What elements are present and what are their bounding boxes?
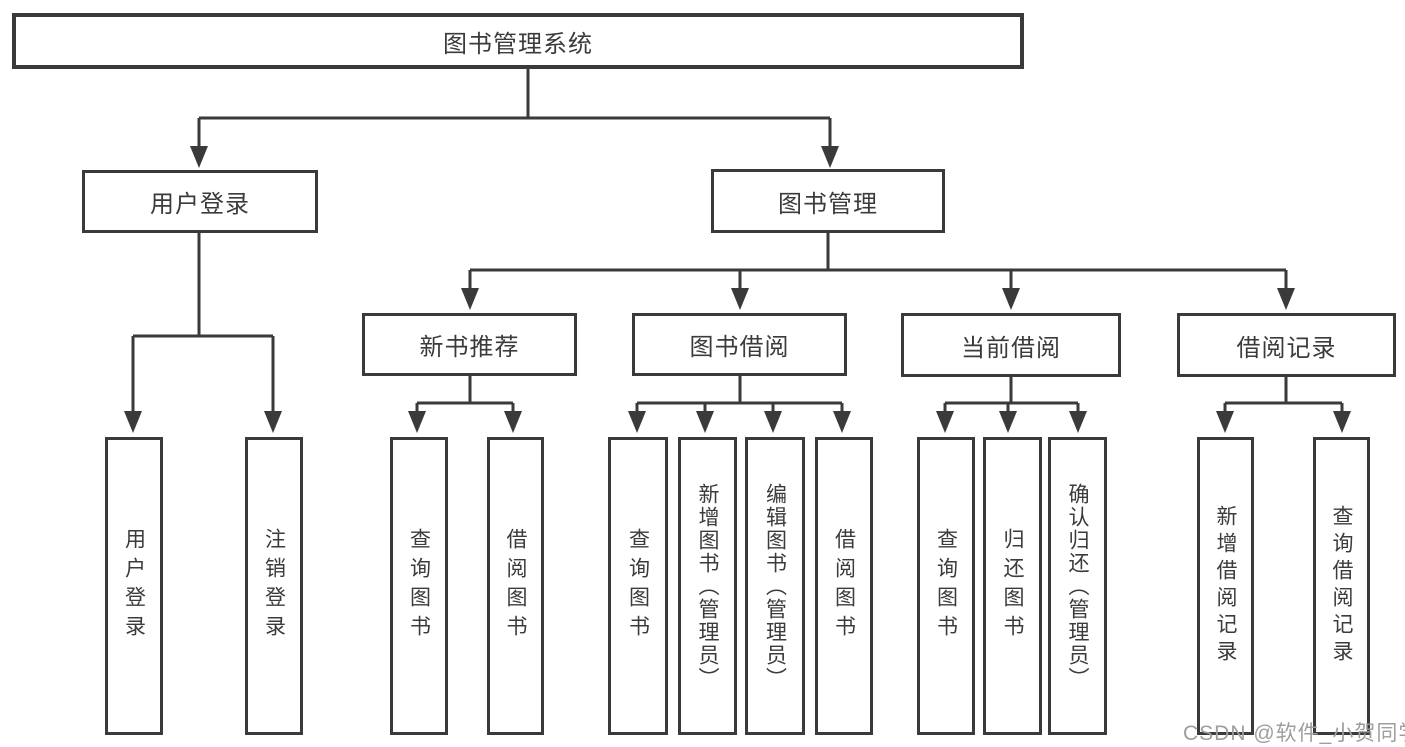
node-root: 图书管理系统 [12, 13, 1024, 69]
node-user-login: 用户登录 [82, 170, 318, 233]
leaf-records-query: 查询借阅记录 [1313, 437, 1370, 735]
leaf-current-query: 查询图书 [917, 437, 975, 735]
leaf-logout-label: 注销登录 [262, 528, 286, 644]
leaf-bookborrow-borrow-label: 借阅图书 [832, 528, 856, 644]
leaf-bookborrow-query-label: 查询图书 [626, 528, 650, 644]
arrowheads [124, 146, 1351, 433]
node-user-login-label: 用户登录 [150, 191, 250, 218]
node-borrow-records-label: 借阅记录 [1236, 334, 1337, 362]
leaf-bookborrow-add-label: 新增图书（管理员） [696, 482, 719, 690]
watermark: CSDN @软件_小贺同学 [1183, 722, 1405, 745]
node-current-borrow: 当前借阅 [901, 313, 1121, 377]
leaf-user-login-label: 用户登录 [122, 528, 146, 644]
node-book-borrow-label: 图书借阅 [689, 334, 790, 361]
leaf-newbooks-query: 查询图书 [390, 437, 448, 735]
leaf-bookborrow-edit-label: 编辑图书（管理员） [763, 482, 787, 690]
leaf-records-add-label: 新增借阅记录 [1214, 505, 1237, 667]
leaf-current-query-label: 查询图书 [934, 528, 958, 644]
leaf-newbooks-query-label: 查询图书 [407, 528, 431, 644]
leaf-bookborrow-borrow: 借阅图书 [815, 437, 873, 735]
leaf-bookborrow-query: 查询图书 [608, 437, 668, 735]
node-book-borrow: 图书借阅 [632, 313, 847, 376]
leaf-newbooks-borrow: 借阅图书 [487, 437, 544, 735]
leaf-current-return-label: 归还图书 [1001, 528, 1024, 644]
node-new-books: 新书推荐 [362, 313, 577, 376]
leaf-current-confirm: 确认归还（管理员） [1048, 437, 1107, 735]
leaf-records-add: 新增借阅记录 [1197, 437, 1254, 735]
leaf-user-login: 用户登录 [105, 437, 163, 735]
leaf-current-return: 归还图书 [983, 437, 1042, 735]
node-root-label: 图书管理系统 [443, 30, 593, 58]
leaf-newbooks-borrow-label: 借阅图书 [504, 528, 527, 644]
leaf-bookborrow-add: 新增图书（管理员） [678, 437, 737, 735]
node-book-mgmt: 图书管理 [711, 169, 945, 233]
node-book-mgmt-label: 图书管理 [778, 190, 878, 218]
node-borrow-records: 借阅记录 [1177, 313, 1396, 377]
node-current-borrow-label: 当前借阅 [961, 334, 1061, 362]
node-new-books-label: 新书推荐 [419, 334, 520, 361]
leaf-records-query-label: 查询借阅记录 [1330, 505, 1353, 667]
leaf-bookborrow-edit: 编辑图书（管理员） [745, 437, 805, 735]
leaf-current-confirm-label: 确认归还（管理员） [1066, 482, 1089, 690]
leaf-logout: 注销登录 [245, 437, 303, 735]
